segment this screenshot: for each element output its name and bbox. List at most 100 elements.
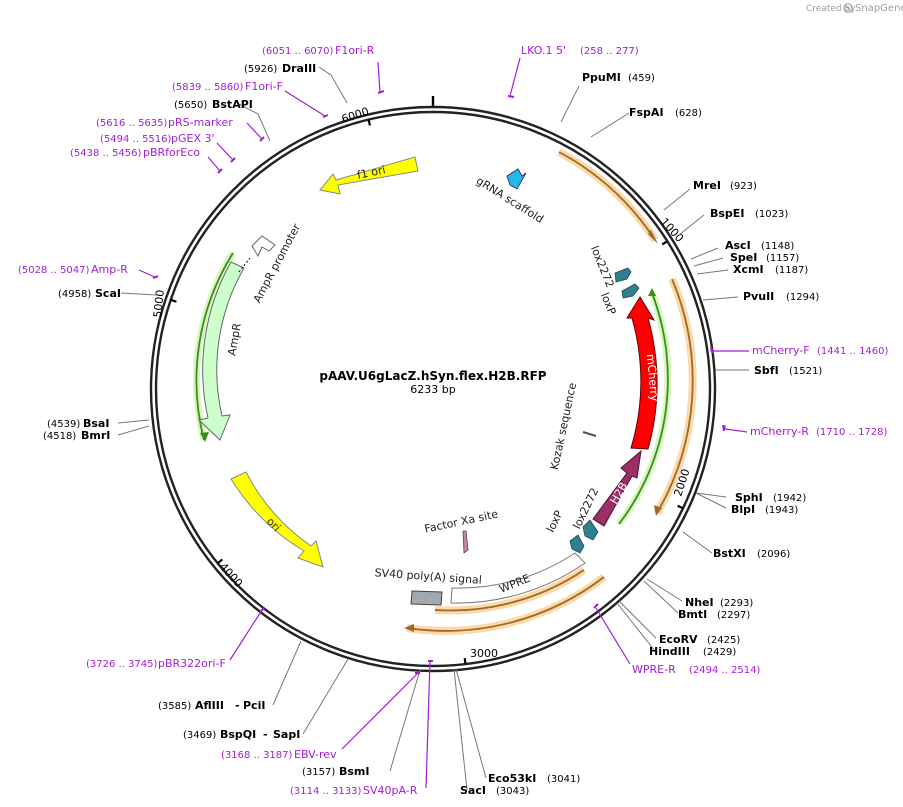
tick-mark-6000 [367,119,372,126]
enzyme-DraIII[interactable]: DraIII [282,62,316,75]
enzyme-SpeI[interactable]: SpeI [730,251,757,264]
enzyme-BsmI-pos: (3157) [302,767,335,778]
feature-f1-ori[interactable]: f1 ori [319,156,419,195]
lox2272-top-label: lox2272 [588,244,617,290]
enzyme-BmtI[interactable]: BmtI [678,608,707,621]
primer-WPRE-R[interactable]: WPRE-R [632,663,676,676]
enzyme-XcmI-pos: (1187) [775,265,808,276]
enzyme-HindIII-pos: (2429) [703,647,736,658]
enzyme-ScaI[interactable]: ScaI [95,287,121,300]
created-by-label: Created by [806,4,856,14]
f1-ori-label: f1 ori [356,163,387,182]
tick-3000-label: 3000 [470,647,498,660]
enzyme-PpuMI[interactable]: PpuMI [582,71,621,84]
backbone-inner [154,110,712,668]
primer-labels: LKO.1 5' (258 .. 277) mCherry-F (1441 ..… [18,44,889,797]
feature-Kozak-sequence[interactable]: Kozak sequence [548,381,597,471]
enzyme-PpuMI-pos: (459) [628,73,655,84]
primer-pRS-marker-pos: (5616 .. 5635) [96,118,168,129]
enzyme-BspQI[interactable]: BspQI [220,728,256,741]
enzyme-BsmI[interactable]: BsmI [339,765,370,778]
primer-pGEX3-pos: (5494 .. 5516) [100,134,172,145]
primer-F1ori-R[interactable]: F1ori-R [335,44,375,57]
primer-F1ori-F-pos: (5839 .. 5860) [172,82,244,93]
primer-SV40pA-R[interactable]: SV40pA-R [363,784,418,797]
feature-lox2272-bottom[interactable]: lox2272 [570,486,601,541]
enzyme-AflIII-sep: - [235,699,240,712]
feature-mCherry[interactable]: mCherry [626,296,661,450]
enzyme-SphI-pos: (1942) [773,493,806,504]
feature-ori[interactable]: ori [230,471,324,568]
primer-pBR322ori-F[interactable]: pBR322ori-F [158,657,226,670]
primer-LKO1-5-pos: (258 .. 277) [580,46,639,57]
enzyme-PvuII[interactable]: PvuII [743,290,774,303]
primer-pRS-marker[interactable]: pRS-marker [168,116,233,129]
enzyme-BspQI-sep: - [263,728,268,741]
primer-SV40pA-R-pos: (3114 .. 3133) [290,786,362,797]
primer-pBRforEco[interactable]: pBRforEco [143,146,200,159]
plasmid-length: 6233 bp [410,383,455,396]
enzyme-AscI[interactable]: AscI [725,239,751,252]
feature-Factor-Xa-site[interactable]: Factor Xa site [423,507,499,554]
primer-LKO1-5[interactable]: LKO.1 5' [521,44,566,57]
enzyme-BsaI-pos: (4539) [47,419,80,430]
enzyme-BstAPI-pos: (5650) [174,100,207,111]
enzyme-SbfI[interactable]: SbfI [754,364,779,377]
primer-F1ori-F[interactable]: F1ori-F [245,80,283,93]
enzyme-SphI[interactable]: SphI [735,491,763,504]
enzyme-SapI[interactable]: SapI [273,728,300,741]
enzyme-EcoRV[interactable]: EcoRV [659,633,698,646]
primer-EBV-rev-pos: (3168 .. 3187) [221,750,293,761]
primer-WPRE-R-pos: (2494 .. 2514) [689,665,761,676]
enzyme-AscI-pos: (1148) [761,241,794,252]
enzyme-EcoRV-pos: (2425) [707,635,740,646]
enzyme-PvuII-pos: (1294) [786,292,819,303]
primer-pGEX3[interactable]: pGEX 3' [171,132,215,145]
feature-H2B[interactable]: H2B [592,449,642,527]
feature-AmpR[interactable]: AmpR [197,257,251,441]
orange-arcs [404,148,697,635]
feature-AmpR-promoter[interactable]: AmpR promoter [251,221,304,305]
enzyme-BstAPI[interactable]: BstAPI [212,98,253,111]
enzyme-SacI[interactable]: SacI [460,784,486,797]
feature-lox2272-top[interactable]: lox2272 [588,244,632,290]
primer-leader-lines [138,57,749,789]
mCherry-label: mCherry [644,353,661,402]
primer-mCherry-R-pos: (1710 .. 1728) [816,427,888,438]
enzyme-BstXI-pos: (2096) [757,549,790,560]
tick-mark-5000 [170,298,177,303]
enzyme-SbfI-pos: (1521) [789,366,822,377]
backbone-outer [149,105,717,673]
primer-pBR322ori-F-pos: (3726 .. 3745) [86,659,158,670]
primer-pBRforEco-pos: (5438 .. 5456) [70,148,142,159]
AmpR-promoter-label: AmpR promoter [251,221,304,305]
enzyme-BlpI[interactable]: BlpI [731,503,755,516]
primer-Amp-R[interactable]: Amp-R [91,263,128,276]
enzyme-FspAI[interactable]: FspAI [629,106,664,119]
primer-mCherry-F[interactable]: mCherry-F [752,344,810,357]
primer-EBV-rev[interactable]: EBV-rev [294,748,337,761]
enzyme-NheI[interactable]: NheI [685,596,714,609]
tick-5000-label: 5000 [151,289,167,318]
enzyme-BspEI[interactable]: BspEI [710,207,744,220]
enzyme-Eco53kI[interactable]: Eco53kI [488,772,536,785]
primer-F1ori-R-pos: (6051 .. 6070) [262,46,334,57]
enzyme-BstXI[interactable]: BstXI [713,547,746,560]
primer-Amp-R-pos: (5028 .. 5047) [18,265,90,276]
enzyme-NheI-pos: (2293) [720,598,753,609]
brand-label: SnapGene [855,3,903,14]
enzyme-BsaI[interactable]: BsaI [83,417,109,430]
enzyme-HindIII[interactable]: HindIII [649,645,690,658]
tick-mark-4000 [216,558,224,565]
enzyme-BmrI[interactable]: BmrI [81,429,110,442]
feature-gRNA-scaffold[interactable]: gRNA scaffold [474,168,546,226]
Kozak-sequence-label: Kozak sequence [548,381,579,471]
tick-mark-3000 [463,658,467,665]
enzyme-MreI[interactable]: MreI [693,179,721,192]
enzyme-XcmI[interactable]: XcmI [733,263,764,276]
enzyme-AflIII[interactable]: AflIII [195,699,224,712]
primer-mCherry-R[interactable]: mCherry-R [750,425,809,438]
enzyme-PciI[interactable]: PciI [243,699,265,712]
snapgene-logo-icon [843,3,853,13]
